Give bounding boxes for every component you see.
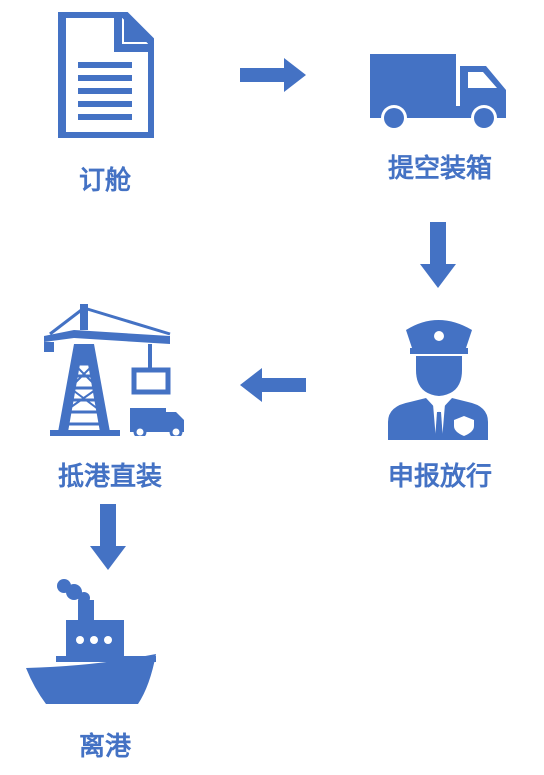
ship-icon xyxy=(26,579,156,704)
port-crane-icon xyxy=(44,304,184,436)
arrow-down-icon xyxy=(90,504,126,570)
arrow-left-icon xyxy=(240,368,306,402)
arrow-down-icon xyxy=(420,222,456,288)
document-icon xyxy=(58,12,154,138)
step-label-customs-clearance: 申报放行 xyxy=(387,462,492,492)
customs-officer-icon xyxy=(388,320,488,440)
arrow-right-icon xyxy=(240,58,306,92)
step-label-booking: 订舱 xyxy=(78,166,131,196)
step-label-departure: 离港 xyxy=(78,732,131,762)
step-label-direct-loading: 抵港直装 xyxy=(57,462,162,492)
step-label-container-loading: 提空装箱 xyxy=(387,154,492,184)
truck-icon xyxy=(370,54,506,131)
